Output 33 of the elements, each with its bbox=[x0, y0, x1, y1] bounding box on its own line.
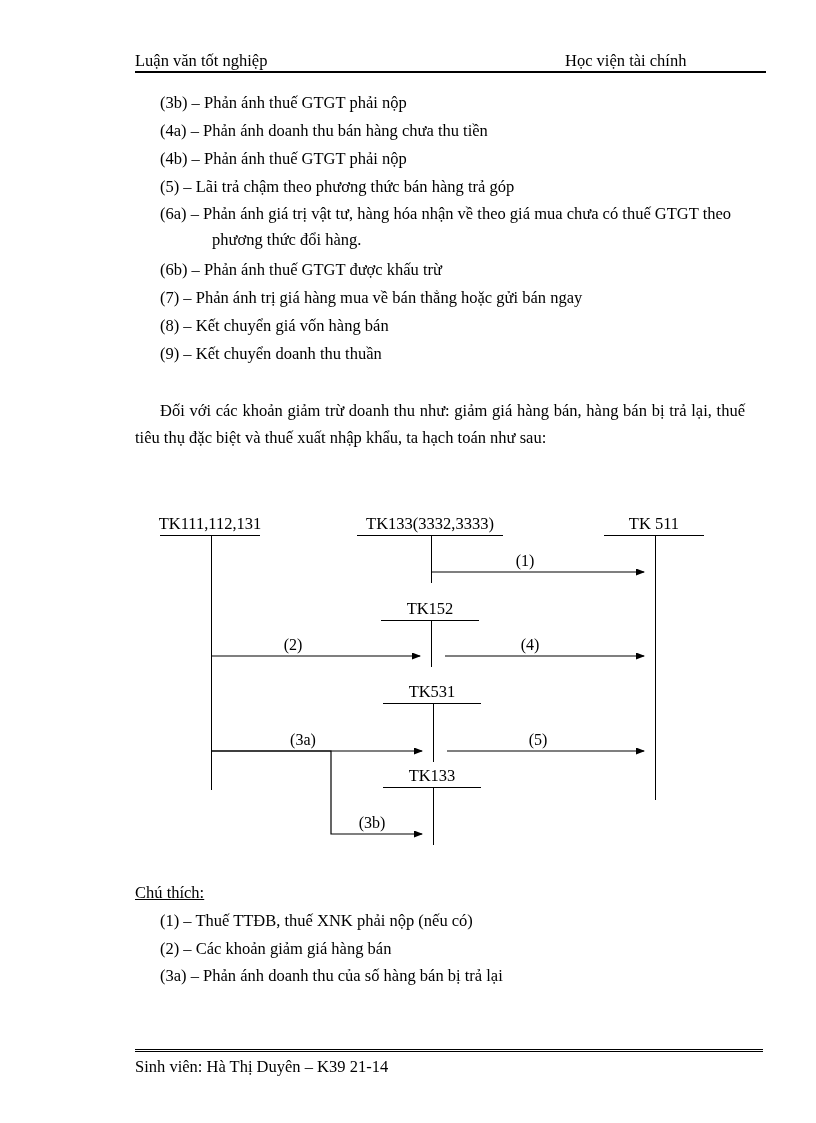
note-item: (7) – Phản ánh trị giá hàng mua về bán thẳng hoặc gửi bán ngay bbox=[160, 287, 584, 309]
note-item: (1) – Thuế TTĐB, thuế XNK phải nộp (nếu có) bbox=[160, 910, 474, 932]
t-account: TK111,112,131 bbox=[160, 513, 260, 790]
paragraph: Đối với các khoản giảm trừ doanh thu như: giảm giá hàng bán, hàng bán bị trả lại, thuế tiêu thụ đặc biệt và thuế xuất nhập khẩu, ta hạch toán như sau: bbox=[135, 400, 745, 449]
note-item: (4b) – Phản ánh thuế GTGT phải nộp bbox=[160, 148, 408, 170]
arrow bbox=[211, 652, 421, 660]
edge-label: (3b) bbox=[358, 814, 386, 832]
running-header: Sinh viên: Hà Thị Duyên – K39 21-14 bbox=[135, 1056, 389, 1078]
section-heading: Chú thích: bbox=[135, 882, 205, 904]
note-item: (3b) – Phản ánh thuế GTGT phải nộp bbox=[160, 92, 408, 114]
t-account: TK133(3332,3333) bbox=[357, 513, 503, 583]
note-item: (3a) – Phản ánh doanh thu của số hàng bán bị trả lại bbox=[160, 965, 504, 987]
edge-label: (2) bbox=[283, 636, 303, 654]
edge-label: (3a) bbox=[290, 731, 316, 749]
t-account: TK 511 bbox=[604, 513, 704, 800]
arrow bbox=[446, 747, 645, 755]
note-item: (6b) – Phản ánh thuế GTGT được khấu trừ bbox=[160, 259, 444, 281]
edge-label: (1) bbox=[515, 552, 535, 570]
t-account: TK152 bbox=[381, 598, 479, 667]
arrow bbox=[211, 750, 423, 838]
arrow bbox=[444, 652, 645, 660]
note-item: (8) – Kết chuyển giá vốn hàng bán bbox=[160, 315, 390, 337]
note-item: (9) – Kết chuyển doanh thu thuần bbox=[160, 343, 383, 365]
note-item: (6a) – Phản ánh giá trị vật tư, hàng hóa nhận về theo giá mua chưa có thuế GTGT theo phương thức đổi hàng. bbox=[160, 203, 733, 251]
arrow bbox=[431, 568, 645, 576]
running-header: Học viện tài chính bbox=[565, 50, 687, 72]
note-item: (4a) – Phản ánh doanh thu bán hàng chưa thu tiền bbox=[160, 120, 489, 142]
edge-label: (4) bbox=[520, 636, 540, 654]
edge-label: (5) bbox=[528, 731, 548, 749]
running-header: Luận văn tốt nghiệp bbox=[135, 50, 268, 72]
note-item: (2) – Các khoản giảm giá hàng bán bbox=[160, 938, 393, 960]
t-account: TK531 bbox=[383, 681, 481, 762]
note-item: (5) – Lãi trả chậm theo phương thức bán hàng trả góp bbox=[160, 176, 516, 198]
